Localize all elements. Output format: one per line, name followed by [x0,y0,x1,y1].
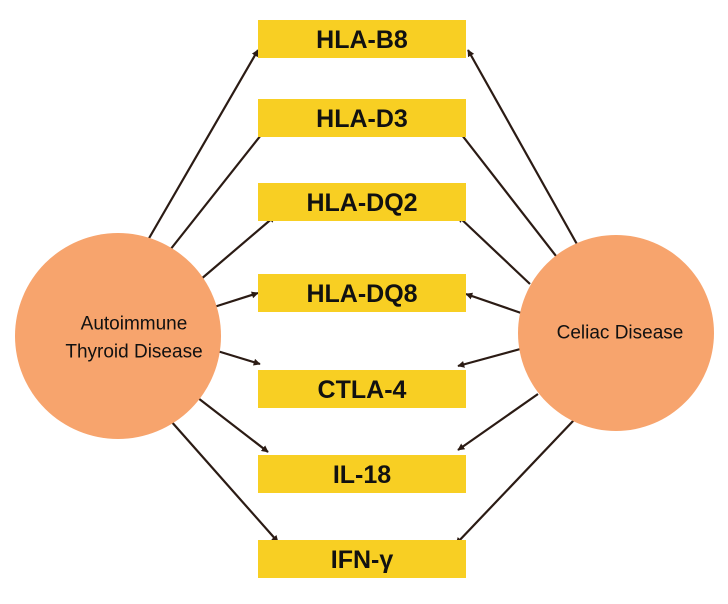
arrow-right-ifn-gamma [455,419,575,545]
arrow-right-hla-b8 [467,49,579,247]
arrow-left-il-18 [197,397,269,453]
arrow-right-hla-d3 [457,129,557,257]
gene-box-ifn-gamma: IFN-γ [258,540,466,578]
gene-label: HLA-B8 [316,26,408,54]
arrow-left-hla-dq2 [199,215,276,281]
arrow-left-ifn-gamma [169,419,279,543]
gene-label: IL-18 [333,461,391,489]
gene-boxes: HLA-B8 HLA-D3 HLA-DQ2 HLA-DQ8 CTLA-4 IL-… [258,20,466,578]
gene-box-hla-dq2: HLA-DQ2 [258,183,466,221]
gene-box-hla-b8: HLA-B8 [258,20,466,58]
left-disease-label-line2: Thyroid Disease [65,342,202,363]
arrow-right-hla-dq2 [457,215,531,285]
arrow-right-hla-dq8 [465,292,525,316]
gene-label: HLA-DQ2 [306,189,417,217]
left-arrows [147,49,279,543]
gene-box-hla-d3: HLA-D3 [258,99,466,137]
arrow-left-ctla-4 [213,348,261,366]
gene-label: HLA-D3 [316,105,408,133]
arrow-left-hla-dq8 [213,291,259,309]
arrow-left-hla-b8 [147,49,259,241]
left-disease-node: Autoimmune Thyroid Disease [15,233,221,439]
arrow-right-ctla-4 [457,346,525,368]
gene-box-hla-dq8: HLA-DQ8 [258,274,466,312]
left-disease-label-line1: Autoimmune [81,314,188,335]
gene-box-il-18: IL-18 [258,455,466,493]
gene-label: CTLA-4 [318,376,407,404]
right-disease-label: Celiac Disease [557,323,684,344]
arrow-right-il-18 [457,393,539,451]
gene-box-ctla-4: CTLA-4 [258,370,466,408]
arrow-left-hla-d3 [169,129,266,251]
gene-label: HLA-DQ8 [306,280,417,308]
right-arrows [455,49,579,545]
gene-label: IFN-γ [331,546,394,574]
right-disease-node: Celiac Disease [518,235,714,431]
